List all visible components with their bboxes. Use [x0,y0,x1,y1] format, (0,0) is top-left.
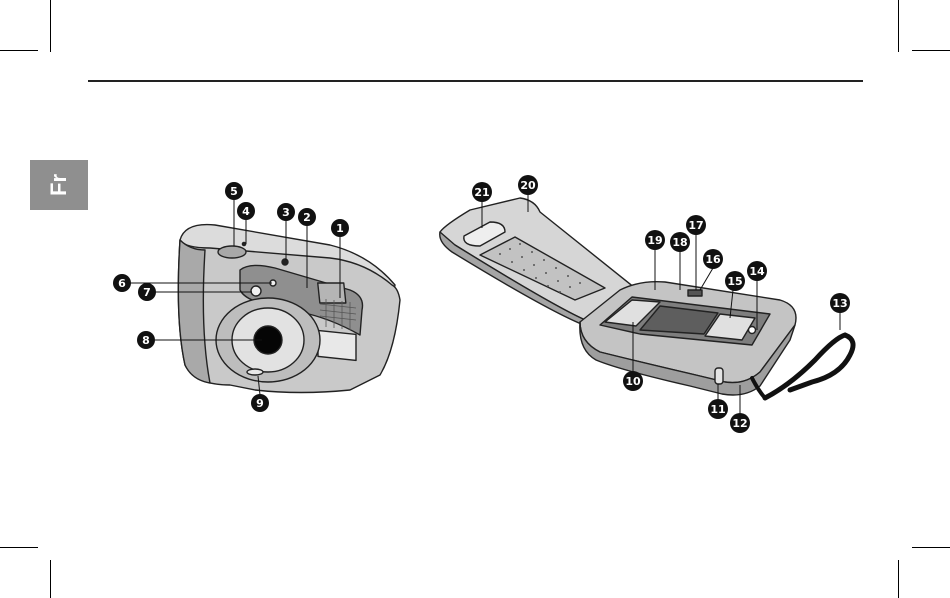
camera-back-view [440,198,796,395]
self-timer-lamp [251,286,261,296]
shutter-button [218,246,246,258]
front-sensor [282,259,288,265]
callout-1: 1 [331,219,349,237]
svg-text:13: 13 [832,297,847,310]
svg-text:8: 8 [142,334,150,347]
svg-text:9: 9 [256,397,264,410]
camera-front-view [178,225,400,393]
svg-text:15: 15 [727,275,742,288]
callout-14: 14 [747,261,767,281]
callout-7: 7 [138,283,156,301]
callout-18: 18 [670,232,690,252]
svg-text:3: 3 [282,206,290,219]
callout-19: 19 [645,230,665,250]
callout-2: 2 [298,208,316,226]
svg-text:16: 16 [705,253,721,266]
svg-text:5: 5 [230,185,238,198]
svg-text:12: 12 [732,417,747,430]
svg-text:17: 17 [688,219,703,232]
callout-12: 12 [730,413,750,433]
callout-6: 6 [113,274,131,292]
callout-4: 4 [237,202,255,220]
callout-16: 16 [703,249,723,269]
svg-text:1: 1 [336,222,344,235]
callout-5: 5 [225,182,243,200]
callout-10: 10 [623,371,643,391]
callout-3: 3 [277,203,295,221]
viewfinder-window [318,283,346,303]
svg-text:21: 21 [474,186,489,199]
front-led [242,242,245,245]
callout-13: 13 [830,293,850,313]
svg-text:10: 10 [625,375,641,388]
svg-text:14: 14 [749,265,765,278]
callout-15: 15 [725,271,745,291]
svg-text:2: 2 [303,211,311,224]
svg-text:18: 18 [672,236,687,249]
svg-text:19: 19 [647,234,662,247]
film-window [749,327,756,334]
svg-text:20: 20 [520,179,536,192]
svg-text:6: 6 [118,277,126,290]
svg-text:7: 7 [143,286,151,299]
battery-switch [715,368,723,384]
callout-11: 11 [708,399,728,419]
svg-text:11: 11 [710,403,725,416]
flash-window [318,330,356,360]
rewind-button [688,290,702,296]
lens-cover-slider [247,369,263,375]
callout-8: 8 [137,331,155,349]
callout-9: 9 [251,394,269,412]
svg-text:4: 4 [242,205,250,218]
callout-17: 17 [686,215,706,235]
callout-21: 21 [472,182,492,202]
callout-20: 20 [518,175,538,195]
